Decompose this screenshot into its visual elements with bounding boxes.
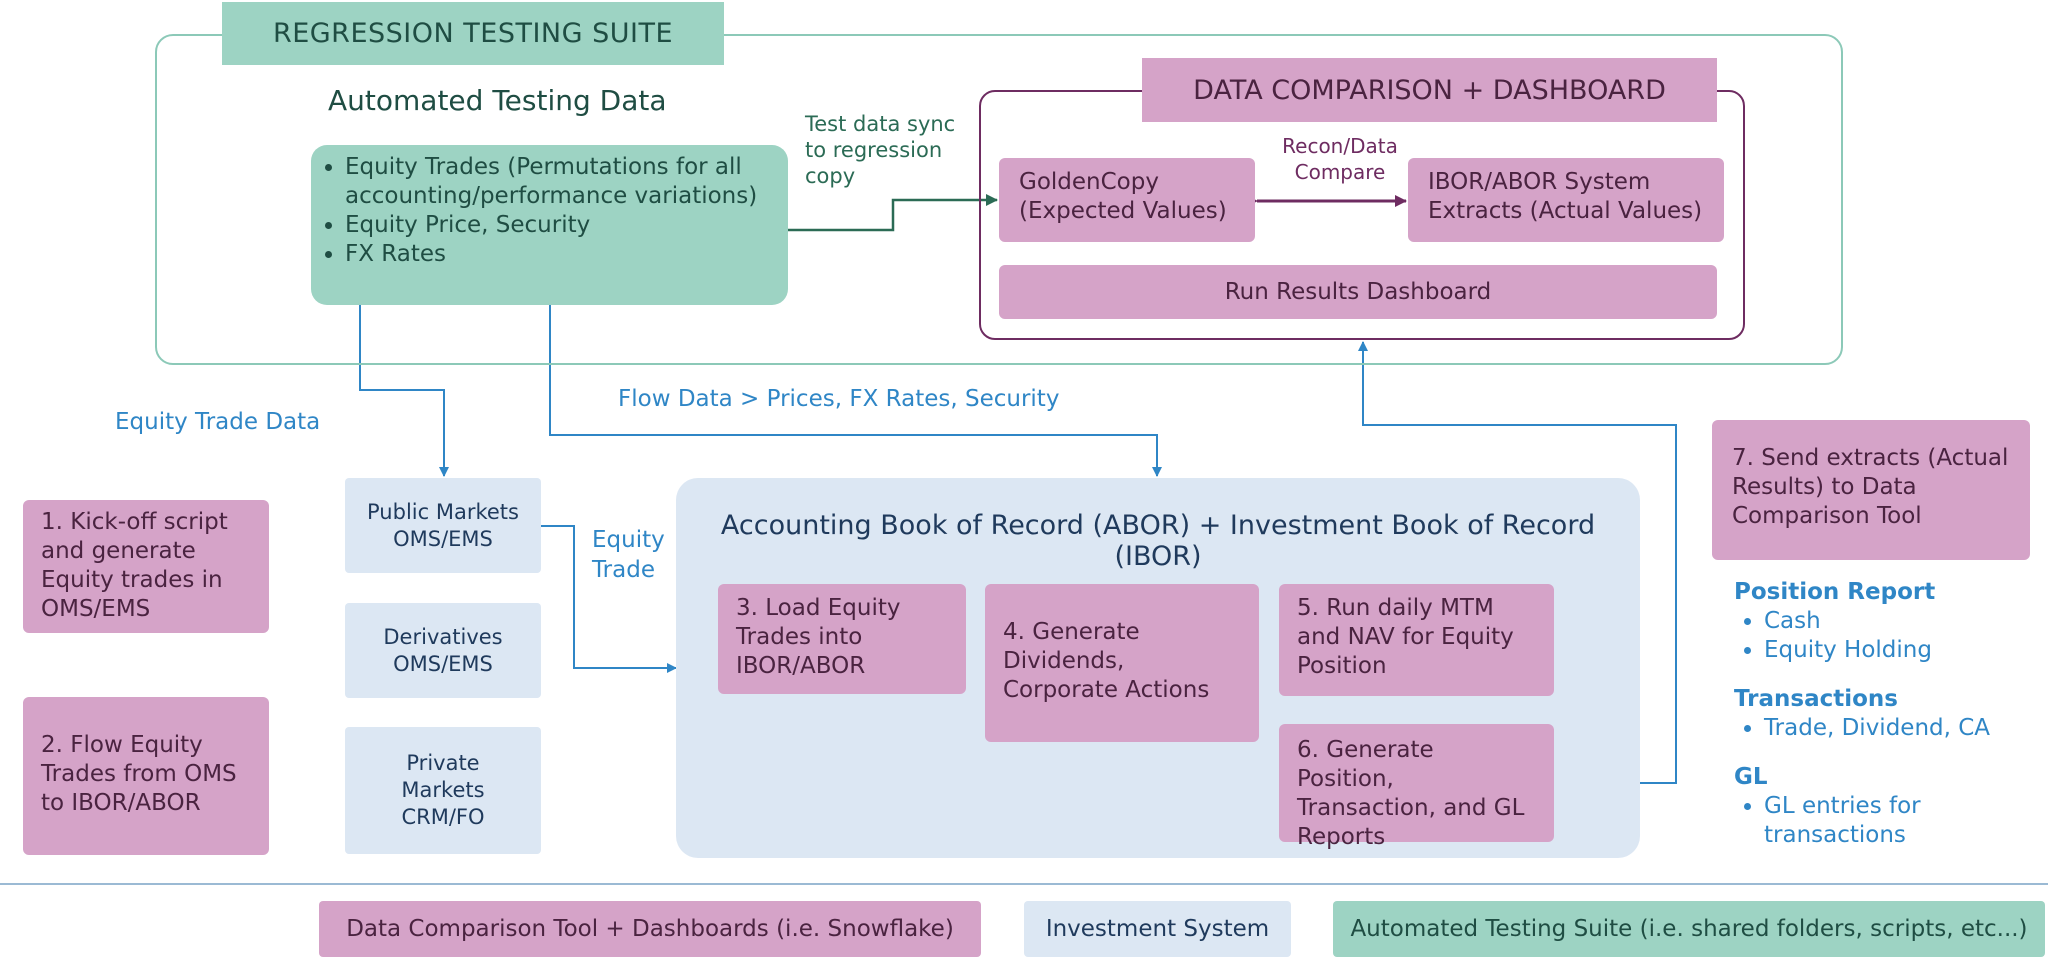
reports-list: Position Report Cash Equity Holding Tran… [1734,578,2034,850]
testing-data-item: FX Rates [345,240,778,269]
step-6-generate-reports: 6. Generate Position, Transaction, and G… [1279,724,1554,850]
transactions-item: Trade, Dividend, CA [1764,714,2034,743]
data-comparison-title: DATA COMPARISON + DASHBOARD [1142,58,1717,122]
legend-testing-suite: Automated Testing Suite (i.e. shared fol… [1333,901,2045,957]
equity-trade-connector [541,525,677,673]
automated-testing-data-title: Automated Testing Data [328,84,667,117]
test-data-sync-label: Test data sync to regression copy [805,112,956,188]
flow-data-label: Flow Data > Prices, FX Rates, Security [618,386,1060,412]
testing-data-item: Equity Price, Security [345,211,778,240]
system-extracts-box: IBOR/ABOR System Extracts (Actual Values… [1408,158,1724,242]
flow-data-connector [549,305,1162,477]
automated-testing-data-box: Equity Trades (Permutations for all acco… [311,145,788,305]
legend-investment-system: Investment System [1024,901,1291,957]
step-1-kickoff: 1. Kick-off script and generate Equity t… [23,500,269,633]
position-report-items: Cash Equity Holding [1734,607,2034,665]
step-3-load-trades: 3. Load Equity Trades into IBOR/ABOR [718,584,966,694]
position-report-item: Equity Holding [1764,636,2034,665]
regression-suite-title: REGRESSION TESTING SUITE [222,2,724,65]
testing-data-item: Equity Trades (Permutations for all acco… [345,153,778,211]
test-data-sync-connector [776,194,998,236]
run-results-dashboard: Run Results Dashboard [999,265,1717,319]
golden-copy-box: GoldenCopy (Expected Values) [999,158,1255,242]
position-report-item: Cash [1764,607,2034,636]
step-4-generate-dividends: 4. Generate Dividends, Corporate Actions [985,584,1259,742]
private-markets-crm-fo: Private Markets CRM/FO [345,727,541,854]
testing-data-list: Equity Trades (Permutations for all acco… [315,153,778,269]
regression-suite-frame [155,34,1843,365]
step-7-send-extracts: 7. Send extracts (Actual Results) to Dat… [1712,420,2030,560]
derivatives-oms-ems: Derivatives OMS/EMS [345,603,541,698]
gl-items: GL entries for transactions [1734,792,2034,850]
legend-comparison-tool: Data Comparison Tool + Dashboards (i.e. … [319,901,981,957]
transactions-heading: Transactions [1734,686,1898,712]
recon-label: Recon/Data Compare [1282,134,1398,184]
equity-trade-label: Equity Trade [592,527,665,583]
gl-heading: GL [1734,764,1768,790]
step-2-flow-trades: 2. Flow Equity Trades from OMS to IBOR/A… [23,697,269,855]
equity-trade-data-connector [359,305,449,477]
position-report-heading: Position Report [1734,579,1936,605]
transactions-items: Trade, Dividend, CA [1734,714,2034,743]
public-markets-oms-ems: Public Markets OMS/EMS [345,478,541,573]
gl-item: GL entries for transactions [1764,792,2034,850]
step-5-run-mtm-nav: 5. Run daily MTM and NAV for Equity Posi… [1279,584,1554,696]
abor-ibor-title: Accounting Book of Record (ABOR) + Inves… [720,510,1596,572]
equity-trade-data-label: Equity Trade Data [115,409,321,435]
